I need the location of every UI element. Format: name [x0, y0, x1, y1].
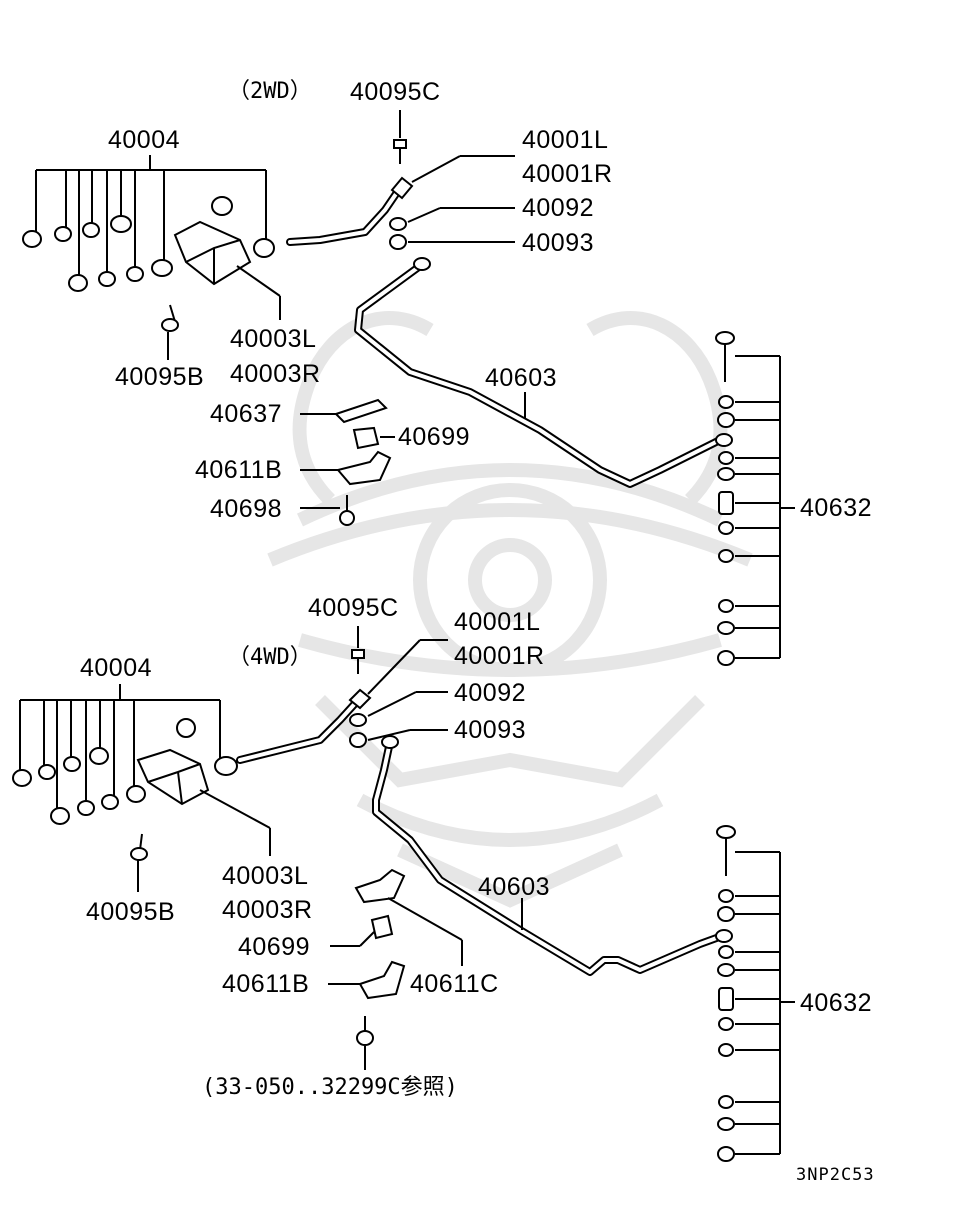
bottom-bracket-r-label: 40001R: [454, 642, 545, 670]
bottom-washer-part: [349, 713, 367, 727]
top-bushing-set-label: 40004: [108, 126, 180, 154]
top-washer-label: 40092: [522, 194, 594, 222]
bottom-washer-label: 40092: [454, 679, 526, 707]
top-bar-bushing-part: [352, 426, 380, 450]
top-stabilizer-bar-label: 40603: [485, 364, 557, 392]
bottom-clamp-c-label: 40611C: [410, 970, 499, 998]
bottom-bar-bushing-label: 40699: [238, 933, 310, 961]
top-plate-label: 40637: [210, 400, 282, 428]
bottom-lower-bolt-part: [130, 833, 148, 861]
top-nut-part: [389, 234, 407, 250]
bottom-mount-l-label: 40003L: [222, 862, 308, 890]
top-lower-bolt-part: [161, 304, 179, 332]
top-stabilizer-bar-part: [354, 257, 733, 488]
top-mount-l-label: 40003L: [230, 325, 316, 353]
bottom-variant-label: （4WD）: [228, 645, 312, 670]
bottom-lower-bolt-label: 40095B: [86, 898, 175, 926]
diagram-code: 3NP2C53: [796, 1165, 875, 1185]
top-bracket-l-label: 40001L: [522, 126, 608, 154]
bottom-clamp-bolt-part: [356, 1016, 374, 1046]
top-link-kit-leader-lines: [735, 355, 795, 659]
top-nut-label: 40093: [522, 229, 594, 257]
bottom-clamp-c-part: [354, 868, 406, 904]
top-washer-part: [389, 217, 407, 231]
top-upper-bolt-label: 40095C: [350, 78, 441, 106]
bottom-bushing-parts: [12, 718, 238, 825]
bottom-upper-bolt-part: [351, 649, 365, 674]
top-mount-leader: [236, 265, 281, 297]
bottom-mount-leader: [199, 789, 271, 829]
top-bracket-r-label: 40001R: [522, 160, 613, 188]
top-clamp-bolt-label: 40698: [210, 495, 282, 523]
bottom-mount-part: [136, 748, 210, 806]
top-upper-bolt-part: [393, 139, 407, 164]
bottom-link-kit-parts: [716, 825, 736, 1162]
bottom-mount-r-label: 40003R: [222, 896, 313, 924]
bottom-stabilizer-bar-label: 40603: [478, 873, 550, 901]
bottom-clamp-b-part: [358, 960, 406, 1000]
top-variant-label: （2WD）: [228, 79, 312, 104]
bottom-bushing-set-label: 40004: [80, 654, 152, 682]
top-lower-bolt-label: 40095B: [115, 363, 204, 391]
bottom-link-kit-label: 40632: [800, 989, 872, 1017]
bottom-stabilizer-bar-part: [372, 735, 733, 976]
bottom-bracket-arm-part: [236, 688, 372, 764]
bottom-bracket-l-label: 40001L: [454, 608, 540, 636]
bottom-nut-label: 40093: [454, 716, 526, 744]
top-plate-part: [334, 398, 388, 424]
top-mount-part: [173, 220, 252, 286]
top-bushing-parts: [22, 196, 275, 292]
bottom-upper-bolt-label: 40095C: [308, 594, 399, 622]
bottom-bar-bushing-part: [370, 914, 394, 940]
bottom-bushing-leader-lines: [19, 684, 221, 812]
top-clamp-label: 40611B: [195, 456, 282, 484]
bottom-reference-note: (33-050..32299C参照): [202, 1075, 458, 1100]
top-mount-r-label: 40003R: [230, 360, 321, 388]
top-bracket-arm-part: [286, 176, 414, 246]
bottom-link-kit-leader-lines: [735, 851, 795, 1155]
bottom-clamp-b-label: 40611B: [222, 970, 309, 998]
bottom-nut-part: [349, 732, 367, 748]
samurai-helmet-watermark-icon: [267, 311, 753, 908]
top-clamp-bolt-part: [339, 495, 355, 526]
top-bar-bushing-label: 40699: [398, 423, 470, 451]
top-clamp-part: [336, 450, 392, 486]
top-bushing-leader-lines: [35, 155, 267, 280]
top-link-kit-label: 40632: [800, 494, 872, 522]
top-link-kit-parts: [715, 331, 735, 666]
